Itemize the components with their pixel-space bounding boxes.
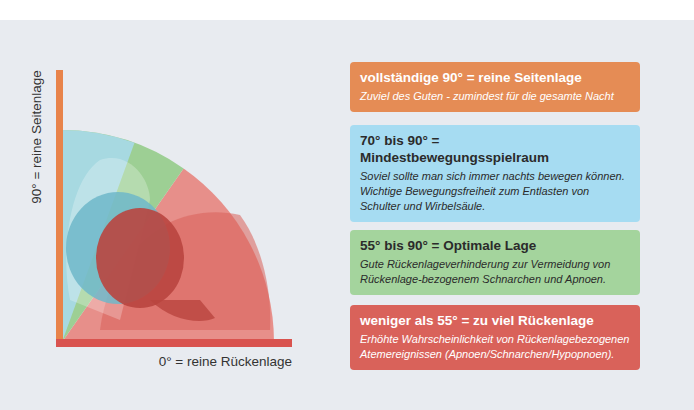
info-box: weniger als 55° = zu viel RückenlageErhö…: [350, 305, 640, 370]
box-heading: weniger als 55° = zu viel Rückenlage: [360, 312, 630, 329]
box-description: Gute Rückenlageverhinderung zur Vermeidu…: [360, 257, 630, 287]
box-description: Soviel sollte man sich immer nachts bewe…: [360, 169, 630, 214]
horizontal-axis-bar: [56, 339, 292, 347]
box-description: Zuviel des Guten - zumindest für die ges…: [360, 89, 630, 104]
neck-shape: [150, 300, 215, 321]
box-heading: 70° bis 90° = Mindestbewegungsspielraum: [360, 132, 630, 166]
head-shape: [96, 208, 184, 308]
vertical-axis-label: 90° = reine Seitenlage: [29, 70, 44, 203]
box-heading: 55° bis 90° = Optimale Lage: [360, 237, 630, 254]
box-description: Erhöhte Wahrscheinlichkeit von Rückenlag…: [360, 332, 630, 362]
horizontal-axis-label: 0° = reine Rückenlage: [159, 354, 292, 369]
info-box: vollständige 90° = reine SeitenlageZuvie…: [350, 62, 640, 112]
info-box: 55° bis 90° = Optimale LageGute Rückenla…: [350, 230, 640, 295]
vertical-axis-bar: [56, 70, 63, 347]
info-box: 70° bis 90° = MindestbewegungsspielraumS…: [350, 125, 640, 222]
top-strip: [0, 0, 694, 20]
box-heading: vollständige 90° = reine Seitenlage: [360, 69, 630, 86]
